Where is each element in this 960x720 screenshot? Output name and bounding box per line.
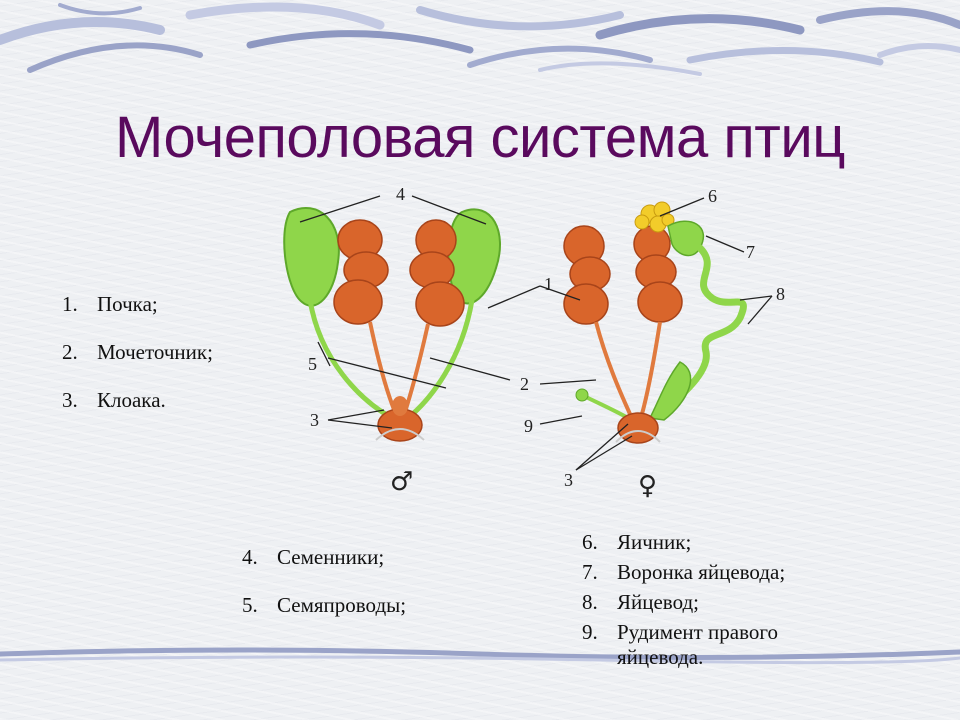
label-4: 4 [396,184,405,204]
label-2: 2 [520,374,529,394]
page-title: Мочеполовая система птиц [115,105,845,170]
list-item: 4.Семенники; [242,545,385,569]
list-item: 7.Воронка яйцевода; [582,560,786,584]
female-symbol: ♀ [638,471,657,501]
oviduct [660,244,747,416]
label-1: 1 [544,274,553,294]
label-9: 9 [524,416,533,436]
label-6: 6 [708,186,717,206]
male-right-kidney [409,219,465,327]
female-cloaca [617,412,659,444]
female-system: 6 7 8 1 2 9 3 ♀ [429,186,785,501]
left-testis [283,207,340,307]
list-item: 9.Рудимент правого яйцевода. [582,620,778,669]
list-item: 2.Мочеточник; [62,340,213,364]
list-item: 3.Клоака. [62,388,166,412]
female-right-kidney [633,225,683,323]
male-left-kidney [333,219,389,325]
legend-left-list: 1.Почка; 2.Мочеточник; 3.Клоака. [62,292,213,436]
legend-mid-list: 4.Семенники; 5.Семяпроводы; [242,545,406,641]
list-item: 8.Яйцевод; [582,590,699,614]
decorative-top-band [0,2,960,76]
male-system: 4 5 3 ♂ [283,184,501,497]
label-3-male: 3 [310,410,319,430]
ovary [634,201,675,233]
list-item: 1.Почка; [62,292,158,316]
label-8: 8 [776,284,785,304]
label-3-female: 3 [564,470,573,490]
label-5: 5 [308,354,317,374]
list-item: 6.Яичник; [582,530,692,554]
label-7: 7 [746,242,755,262]
list-item: 5.Семяпроводы; [242,593,407,617]
legend-right-list: 6.Яичник; 7.Воронка яйцевода; 8.Яйцевод;… [582,530,837,670]
female-left-kidney [563,225,611,325]
decorative-bottom-band [0,647,960,665]
male-symbol: ♂ [390,467,413,497]
